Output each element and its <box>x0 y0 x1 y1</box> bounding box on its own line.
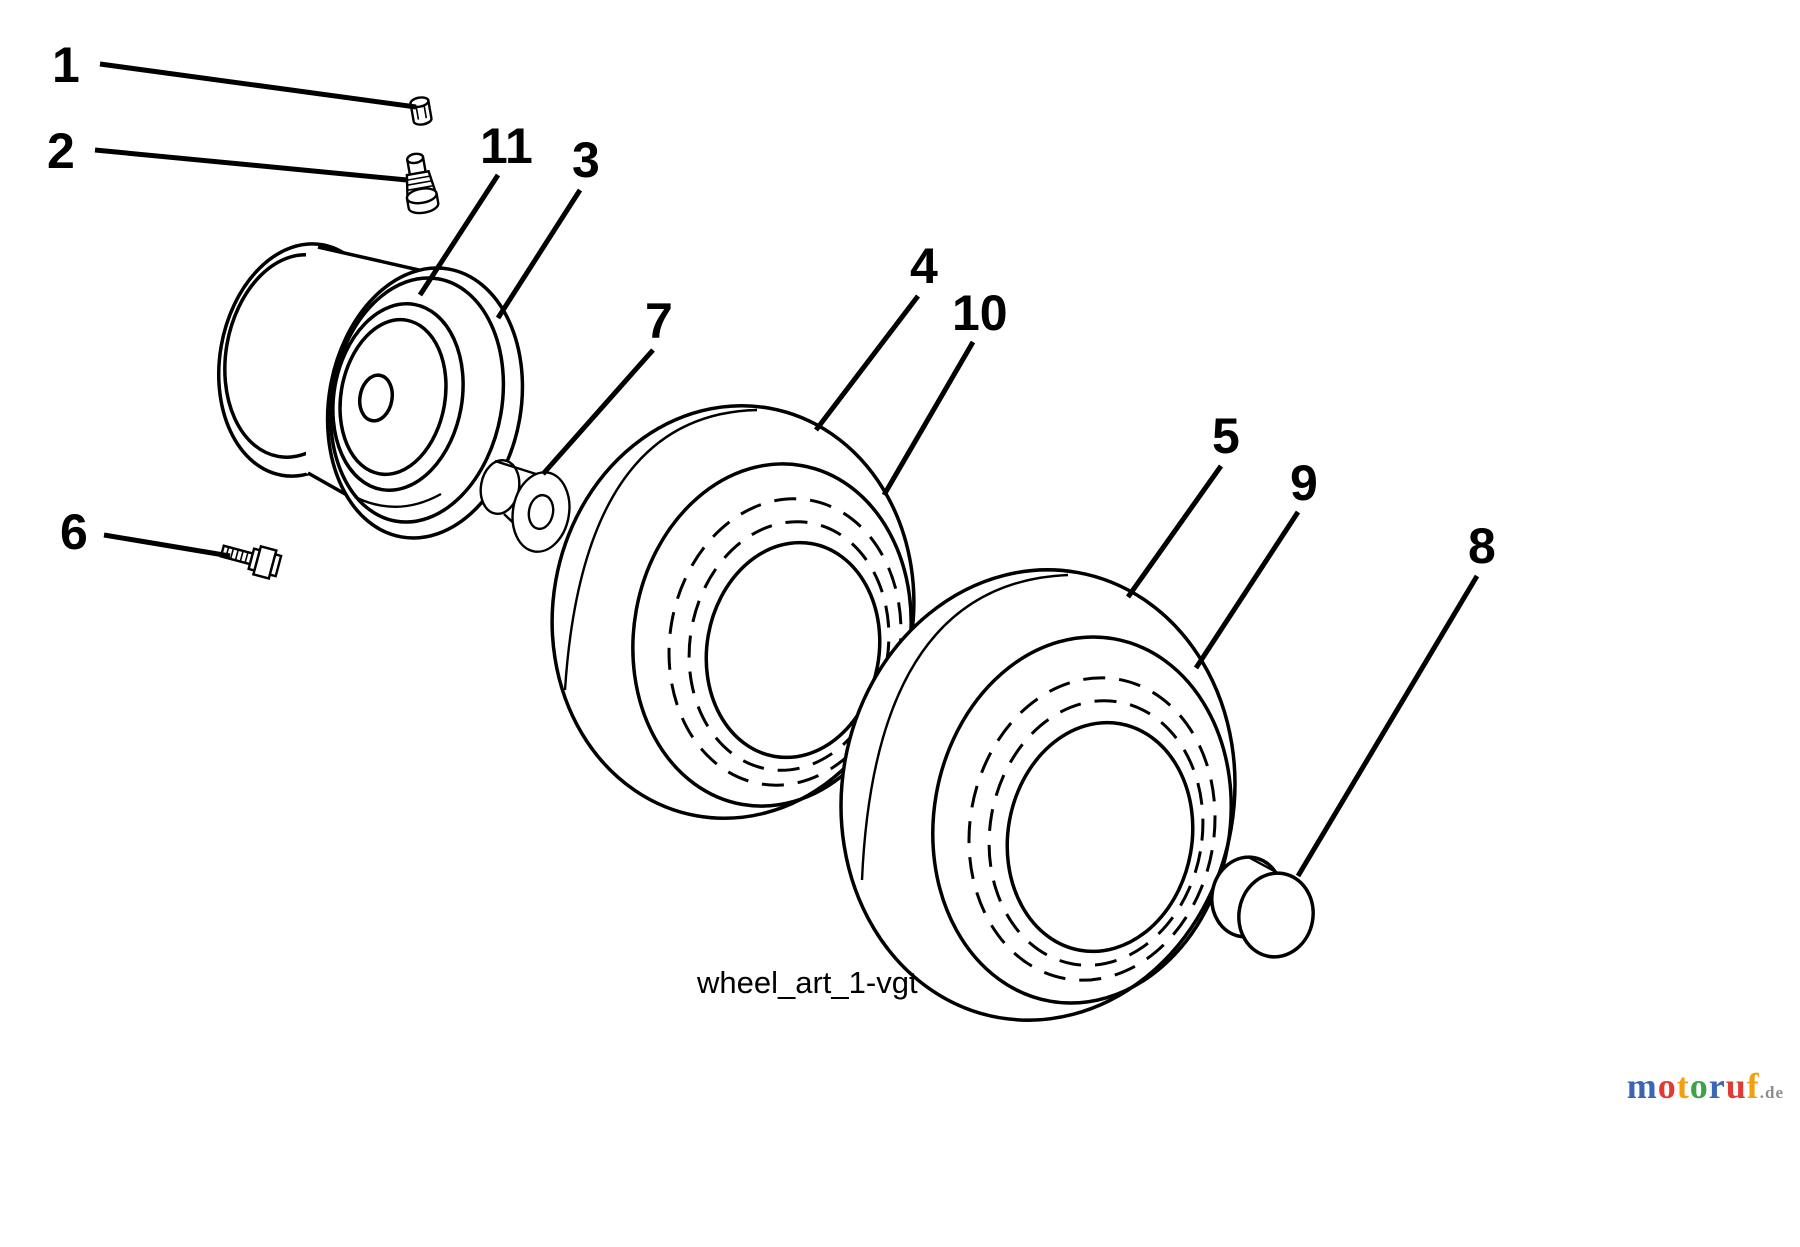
part-label-4: 4 <box>910 238 938 294</box>
rim-hub-hole <box>357 373 395 423</box>
diagram-caption: wheel_art_1-vgt <box>696 965 918 1000</box>
part-label-2: 2 <box>47 123 75 179</box>
watermark-suffix: .de <box>1759 1083 1784 1102</box>
tire-rear-bead-hole <box>1005 720 1195 954</box>
leader-line-9 <box>1193 510 1301 670</box>
tire-rear-shoulder <box>931 635 1233 1005</box>
watermark-letter: u <box>1725 1066 1747 1106</box>
part-bolt <box>219 544 283 580</box>
rim-face-inner <box>338 317 448 477</box>
leader-line-1 <box>99 61 417 110</box>
part-label-11: 11 <box>480 118 533 174</box>
watermark-letter: o <box>1657 1066 1677 1106</box>
watermark-letter: r <box>1708 1066 1726 1106</box>
part-hubcap <box>1210 855 1315 959</box>
rim-dish-arc <box>354 492 442 508</box>
leader-line-8 <box>1295 574 1480 878</box>
bolt-threads <box>225 546 249 564</box>
part-label-9: 9 <box>1290 455 1318 511</box>
valve-stem-base <box>405 193 440 215</box>
rim-barrel-top-edge <box>317 245 433 275</box>
valve-stem-tip <box>406 152 425 165</box>
bolt-head-facet <box>268 552 283 578</box>
watermark-letter: f <box>1746 1066 1760 1106</box>
part-tire-rear <box>839 568 1237 1022</box>
valve-cap-knurl <box>415 104 428 120</box>
part-valve-stem <box>405 152 440 215</box>
part-valve-cap <box>409 96 433 126</box>
leader-line-4 <box>814 294 920 432</box>
leader-line-7 <box>541 348 655 476</box>
watermark-letter: m <box>1626 1066 1658 1106</box>
part-label-3: 3 <box>572 132 600 188</box>
part-label-8: 8 <box>1468 518 1496 574</box>
washer-flange <box>511 471 571 553</box>
part-label-10: 10 <box>952 285 1008 341</box>
leader-line-3 <box>495 188 583 320</box>
leader-line-11 <box>417 173 501 297</box>
leader-line-6 <box>103 532 231 559</box>
tire-front-back-shoulder <box>563 408 758 691</box>
leader-line-2 <box>94 147 408 183</box>
hubcap-front <box>1237 871 1315 959</box>
watermark-logo: motoruf.de <box>1627 1068 1784 1104</box>
part-label-6: 6 <box>60 504 88 560</box>
part-label-7: 7 <box>645 293 673 349</box>
tire-rear-back-shoulder <box>860 573 1069 881</box>
part-label-5: 5 <box>1212 408 1240 464</box>
washer-hole <box>527 493 555 531</box>
watermark-letter: o <box>1689 1066 1709 1106</box>
tire-rear-sidewall-dash-outer <box>967 676 1217 982</box>
leader-line-10 <box>881 340 976 497</box>
leader-line-5 <box>1125 464 1224 599</box>
part-label-1: 1 <box>52 37 80 93</box>
watermark-letter: t <box>1676 1066 1690 1106</box>
tire-front-bead-hole <box>704 540 882 760</box>
part-rim <box>216 242 525 540</box>
part-washer <box>479 459 571 553</box>
